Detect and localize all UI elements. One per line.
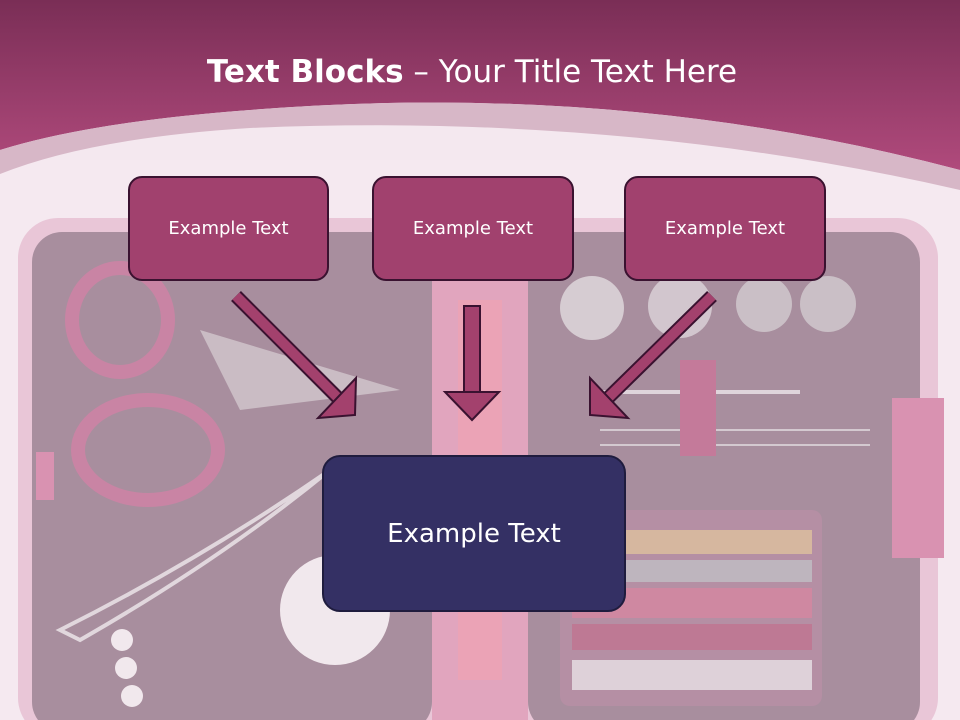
title-rest: Your Title Text Here: [438, 54, 738, 90]
text-box-left[interactable]: Example Text: [128, 176, 329, 281]
text-box-right[interactable]: Example Text: [624, 176, 826, 281]
text-box-center-label: Example Text: [412, 218, 534, 239]
text-box-right-label: Example Text: [664, 218, 786, 239]
text-box-center[interactable]: Example Text: [372, 176, 574, 281]
text-box-left-label: Example Text: [168, 218, 289, 239]
slide-title: Text Blocks – Your Title Text Here: [0, 54, 944, 90]
title-bold-part: Text Blocks: [206, 54, 404, 90]
title-separator: –: [403, 54, 439, 90]
text-box-main[interactable]: Example Text: [322, 455, 626, 612]
text-box-main-label: Example Text: [387, 518, 561, 549]
